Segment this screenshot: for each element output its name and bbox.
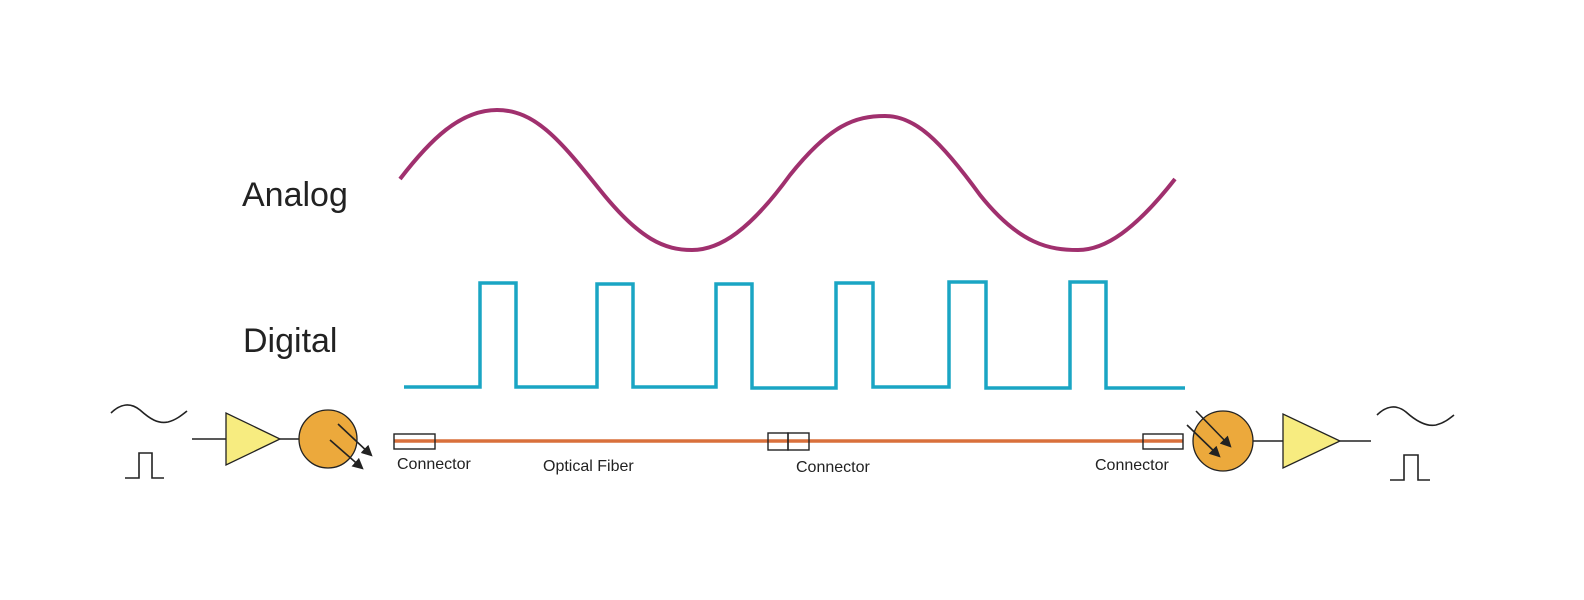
pulse-icon <box>1390 454 1430 481</box>
photodiode-icon <box>1192 410 1254 472</box>
connector-right-label: Connector <box>1095 457 1169 474</box>
digital-label: Digital <box>243 322 337 360</box>
digital-square-wave <box>404 280 1185 390</box>
analog-label: Analog <box>242 176 348 214</box>
connector-left-icon <box>393 433 436 450</box>
connector-left-label: Connector <box>397 456 471 473</box>
connector-middle-label: Connector <box>796 459 870 476</box>
led-emission-arrow-icon <box>329 439 364 470</box>
sine-wave-icon <box>110 404 188 424</box>
optical-fiber-label: Optical Fiber <box>543 458 634 475</box>
connector-middle-icon <box>787 432 810 451</box>
photodiode-incoming-arrow-icon <box>1186 424 1221 458</box>
pulse-icon <box>125 452 164 479</box>
analog-sine-wave <box>398 107 1177 253</box>
triangle-amplifier-icon <box>1282 412 1342 470</box>
led-emitter-icon <box>298 409 358 469</box>
triangle-amplifier-icon <box>225 411 282 467</box>
connector-right-icon <box>1142 433 1184 450</box>
sine-wave-icon <box>1376 406 1455 427</box>
led-emission-arrow-icon <box>337 423 373 457</box>
photodiode-incoming-arrow-icon <box>1195 410 1232 448</box>
